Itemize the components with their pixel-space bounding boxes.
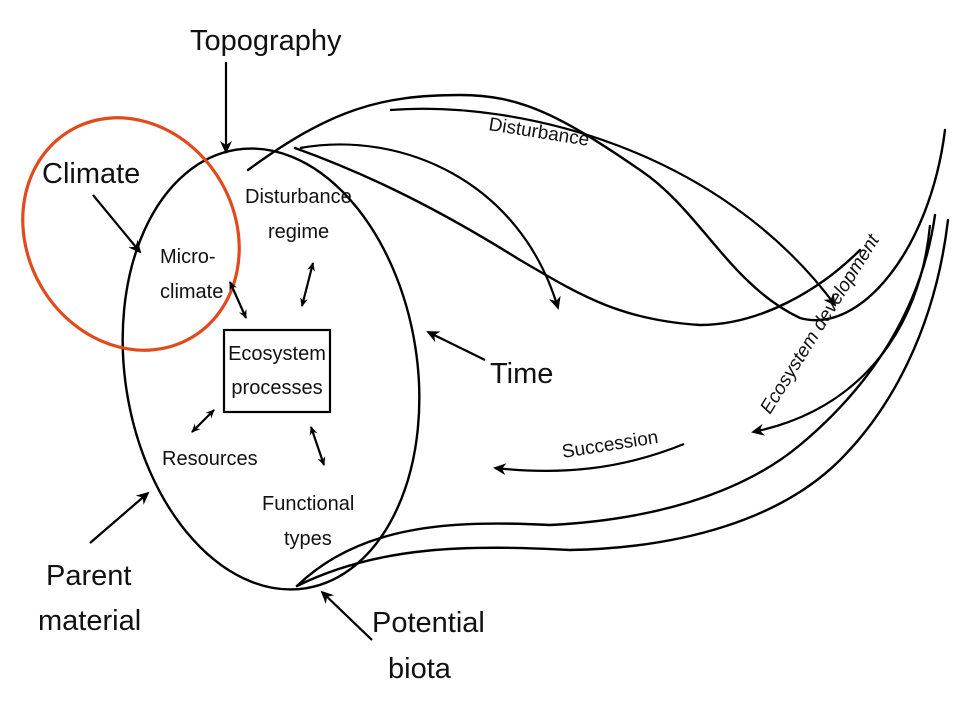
label-ecosystem-processes-1: Ecosystem xyxy=(228,343,326,365)
label-parent-material-2: material xyxy=(38,605,141,637)
label-ecosystem-development: Ecosystem development xyxy=(756,230,884,417)
climate-arrow xyxy=(92,194,142,254)
ecosystem-processes-box xyxy=(222,328,332,414)
disturbance-arrow-long xyxy=(389,107,837,307)
label-disturbance: Disturbance xyxy=(487,114,590,151)
disturbance-processes-arrow xyxy=(300,262,315,307)
parent-material-arrow xyxy=(89,491,150,544)
label-disturbance-regime-2: regime xyxy=(268,221,329,243)
time-arrow xyxy=(426,331,486,361)
ecosystem-ellipse xyxy=(121,147,421,591)
potential-biota-arrow xyxy=(320,590,373,641)
tube-lower-2 xyxy=(295,218,950,588)
label-topography: Topography xyxy=(190,25,342,57)
tube-upper-outer xyxy=(246,93,947,322)
label-parent-material-1: Parent xyxy=(46,560,131,592)
disturbance-arrow-short xyxy=(299,143,561,310)
label-microclimate-2: climate xyxy=(160,281,223,303)
tube-upper-inner xyxy=(293,146,862,327)
label-ecosystem-processes-2: processes xyxy=(231,377,322,399)
label-disturbance-regime-1: Disturbance xyxy=(245,186,352,208)
label-climate: Climate xyxy=(42,158,140,190)
label-functional-types-1: Functional xyxy=(262,493,354,515)
functional-processes-arrow xyxy=(309,426,326,466)
label-potential-biota-1: Potential xyxy=(372,607,485,639)
climate-highlight-ellipse xyxy=(21,116,241,352)
label-potential-biota-2: biota xyxy=(388,653,452,685)
label-resources: Resources xyxy=(162,448,258,470)
label-functional-types-2: types xyxy=(284,528,332,550)
microclimate-processes-arrow xyxy=(228,281,248,319)
label-time: Time xyxy=(490,358,553,390)
ecosystem-development-arrow xyxy=(751,224,932,436)
succession-arrow xyxy=(493,442,685,476)
resources-processes-arrow xyxy=(191,409,215,433)
label-microclimate-1: Micro- xyxy=(160,246,216,268)
